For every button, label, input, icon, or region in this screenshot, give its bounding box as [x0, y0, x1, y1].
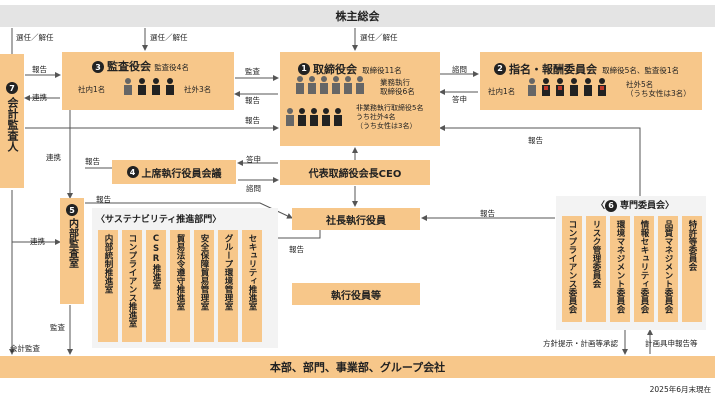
board-exec-people — [296, 76, 364, 94]
nomination-number: 2 — [494, 62, 506, 75]
label-report-a: 報告 — [32, 65, 47, 74]
label-appoint-audit-board: 選任／解任 — [150, 33, 188, 42]
label-report-e: 報告 — [85, 157, 100, 166]
label-plan: 計画具申報告等 — [645, 339, 698, 348]
sustainability-title: 〈サステナビリティ推進部門〉 — [96, 215, 222, 225]
audit-board-outside: 社外3名 — [184, 85, 212, 94]
label-policy: 方針提示・計画等承認 — [543, 339, 618, 348]
committee-item: リスク管理委員会 — [586, 216, 606, 322]
ceo-label: 代表取締役会長CEO — [308, 169, 402, 180]
board-nonexec-label: 非業務執行取締役5名 — [356, 104, 424, 112]
label-answer-2: 答申 — [246, 155, 261, 164]
label-accounting-audit: 会計監査 — [10, 344, 40, 353]
label-consult-2: 諮問 — [246, 184, 261, 193]
executive-officers-box: 執行役員等 — [292, 283, 420, 305]
committee-item: 特許等委員会 — [682, 216, 702, 322]
nomination-sub: 取締役5名、監査役1名 — [602, 66, 680, 75]
officers-label: 執行役員等 — [331, 290, 381, 302]
board-exec-label: 業務執行 — [380, 78, 410, 87]
shareholders-label: 株主総会 — [335, 10, 380, 23]
committees-number: 6 — [605, 199, 618, 212]
internal-audit-box: 5 内部監査室 — [60, 198, 84, 304]
board-sub: 取締役11名 — [362, 66, 402, 75]
audit-board-number: 3 — [92, 61, 104, 73]
internal-audit-label: 内部監査室 — [66, 218, 78, 268]
nomination-outside: 社外5名 — [626, 80, 654, 89]
audit-board-inside: 社内1名 — [78, 85, 106, 94]
board-title: 取締役会 — [313, 63, 357, 76]
business-units-bar: 本部、部門、事業部、グループ会社 — [0, 356, 715, 378]
audit-board-people — [122, 78, 184, 100]
accounting-auditor-box: 7 会計監査人 — [0, 54, 24, 188]
label-appoint-auditor: 選任／解任 — [16, 33, 54, 42]
sustainability-item: 内部統制推進室 — [98, 230, 118, 342]
committee-item: 情報セキュリティ委員会 — [634, 216, 654, 322]
sustainability-item: セキュリティ推進室 — [242, 230, 262, 342]
committee-item: 品質マネジメント委員会 — [658, 216, 678, 322]
audit-board-sub: 監査役4名 — [154, 63, 189, 72]
senior-number: 4 — [126, 166, 139, 178]
as-of-note: 2025年6月末現在 — [649, 385, 711, 394]
audit-board-people-icons — [124, 78, 174, 95]
label-audit-a: 監査 — [245, 67, 260, 76]
label-report-f: 報告 — [96, 195, 111, 204]
auditor-number: 7 — [6, 82, 18, 94]
label-report-d: 報告 — [528, 136, 543, 145]
ceo-box: 代表取締役会長CEO — [280, 160, 430, 185]
label-audit-b: 監査 — [50, 323, 65, 332]
sustainability-item: コンプライアンス推進室 — [122, 230, 142, 342]
committee-item: 環境マネジメント委員会 — [610, 216, 630, 322]
committee-item: コンプライアンス委員会 — [562, 216, 582, 322]
board-exec-count: 取締役6名 — [380, 87, 415, 96]
sustainability-item: 安全保障貿易管理室 — [194, 230, 214, 342]
auditor-label: 会計監査人 — [6, 97, 19, 152]
label-appoint-board: 選任／解任 — [360, 33, 398, 42]
label-answer: 答申 — [452, 95, 467, 104]
audit-board-title: 監査役会 — [107, 60, 151, 73]
committees-title: 専門委員会 — [620, 201, 666, 211]
board-nonexec-people — [286, 108, 342, 126]
internal-audit-number: 5 — [66, 204, 78, 216]
label-report-c: 報告 — [245, 116, 260, 125]
sustainability-item: グループ環境管理室 — [218, 230, 238, 342]
label-consult: 諮問 — [452, 65, 467, 74]
sustainability-item: CSR推進室 — [146, 230, 166, 342]
board-number: 1 — [298, 62, 310, 75]
label-coop-c: 連携 — [30, 237, 45, 246]
committee-items: コンプライアンス委員会リスク管理委員会環境マネジメント委員会情報セキュリティ委員… — [562, 216, 702, 322]
shareholders-meeting: 株主総会 — [0, 5, 715, 27]
nomination-people — [528, 78, 606, 96]
label-coop-a: 連携 — [32, 93, 47, 102]
sustainability-item: 貿易法令遵守推進室 — [170, 230, 190, 342]
senior-title: 上席執行役員会議 — [141, 168, 222, 180]
board-nonexec-women: （うち女性は3名） — [356, 122, 417, 130]
board-nonexec-outside: うち社外4名 — [356, 113, 396, 121]
president-box: 社長執行役員 — [292, 208, 420, 230]
nomination-inside: 社内1名 — [488, 87, 516, 96]
label-coop-b: 連携 — [46, 153, 61, 162]
nomination-outside-women: （うち女性は3名） — [626, 89, 691, 98]
nomination-title: 指名・報酬委員会 — [509, 63, 597, 76]
label-report-g: 報告 — [289, 245, 304, 254]
label-report-b: 報告 — [245, 96, 260, 105]
business-units-label: 本部、部門、事業部、グループ会社 — [269, 361, 446, 374]
president-label: 社長執行役員 — [326, 215, 386, 227]
label-report-h: 報告 — [480, 209, 495, 218]
